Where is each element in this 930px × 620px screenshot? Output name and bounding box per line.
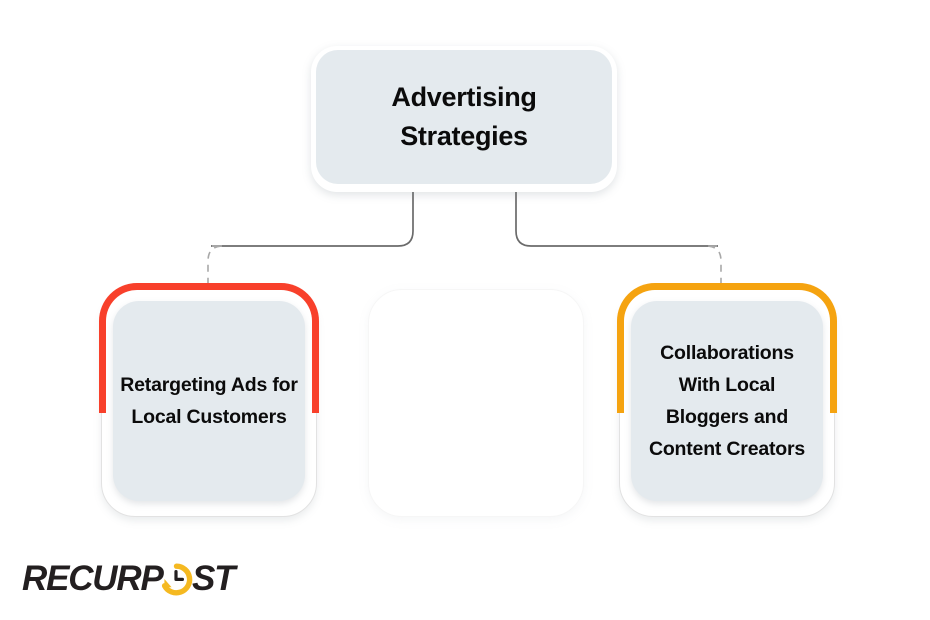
logo-text-before: RECURP — [22, 560, 164, 598]
logo-text-after: ST — [192, 560, 238, 598]
root-node-title: Advertising Strategies — [316, 50, 612, 184]
connector-right-solid — [515, 190, 718, 247]
branch-accent-arc-orange — [617, 283, 837, 413]
root-title-line-1: Advertising — [391, 81, 537, 112]
root-node-face: Advertising Strategies — [316, 50, 612, 184]
branch-card-placeholder[interactable] — [366, 283, 586, 518]
root-title-line-2: Strategies — [400, 121, 528, 151]
recurpost-logo[interactable]: RECURP ST — [22, 560, 250, 600]
branch-accent-arc-red — [99, 283, 319, 413]
branch-card-retargeting[interactable]: Retargeting Ads for Local Customers — [99, 283, 319, 518]
branch-card-label: Collaborations With Local Bloggers and C… — [648, 342, 806, 460]
root-node-advertising-strategies[interactable]: Advertising Strategies — [311, 46, 617, 192]
connector-left-solid — [211, 190, 414, 247]
branch-card-face — [631, 301, 823, 501]
branch-card-label: Retargeting Ads for Local Customers — [120, 374, 298, 428]
branch-card-collaborations[interactable]: Collaborations With Local Bloggers and C… — [617, 283, 837, 518]
branch-card-shell — [368, 289, 584, 517]
recurpost-wordmark: RECURP ST — [22, 560, 239, 598]
branch-card-label — [380, 301, 572, 501]
clock-refresh-icon — [161, 563, 193, 596]
branch-card-face — [113, 301, 305, 501]
